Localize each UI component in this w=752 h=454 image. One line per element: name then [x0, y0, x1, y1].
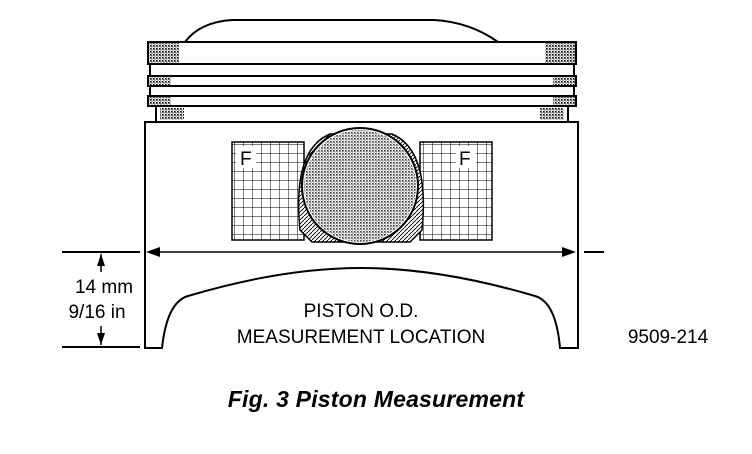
pin-boss-mark-left: F: [240, 149, 252, 170]
dimension-imperial: 9/16 in: [68, 302, 125, 323]
height-dimension-arrow: [97, 254, 105, 345]
ring-grooves: [147, 63, 577, 123]
location-label-line1: PISTON O.D.: [304, 301, 419, 322]
ring-land-top: [147, 41, 577, 65]
figure-caption: Fig. 3 Piston Measurement: [227, 386, 525, 412]
figure-number: 9509-214: [628, 327, 709, 348]
od-measurement-arrow: [146, 247, 576, 257]
piston-crown: [182, 19, 502, 43]
location-label-line2: MEASUREMENT LOCATION: [237, 327, 485, 348]
dimension-metric: 14 mm: [75, 277, 133, 298]
pin-boss-mark-right: F: [459, 149, 471, 170]
